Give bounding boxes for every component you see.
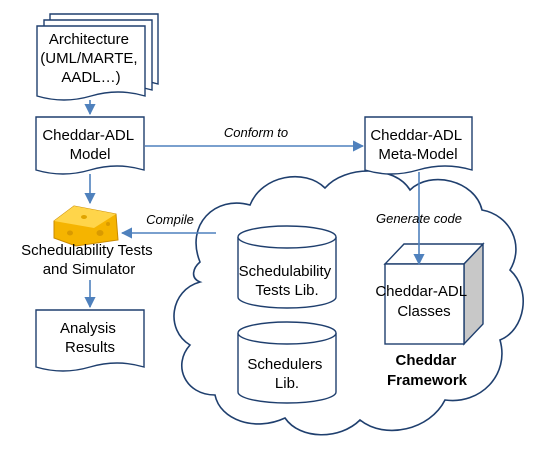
analysis-results-label: Analysis Results bbox=[60, 320, 120, 356]
architecture-documents bbox=[36, 13, 159, 101]
cheddar-adl-meta-model-document bbox=[364, 116, 473, 175]
cheddar-adl-meta-model-label: Cheddar-ADL Meta-Model bbox=[370, 127, 465, 163]
schedulers-lib-label: Schedulers Lib. bbox=[247, 356, 326, 392]
architecture-label: Architecture (UML/MARTE, AADL…) bbox=[40, 31, 141, 86]
cheese-icon bbox=[53, 205, 119, 247]
schedulers-lib-cylinder bbox=[237, 321, 337, 404]
edge-label-conform-to: Conform to bbox=[224, 125, 288, 140]
schedulability-tests-lib-cylinder bbox=[237, 225, 337, 309]
edge-label-generate-code: Generate code bbox=[376, 211, 462, 226]
schedulability-tests-simulator-label: Schedulability Tests and Simulator bbox=[21, 242, 157, 278]
analysis-results-document bbox=[35, 309, 145, 372]
cheddar-adl-classes-label: Cheddar-ADL Classes bbox=[375, 283, 470, 320]
cheddar-framework-label: Cheddar Framework bbox=[387, 352, 468, 389]
cheddar-adl-model-label: Cheddar-ADL Model bbox=[42, 127, 137, 163]
edge-label-compile: Compile bbox=[146, 212, 194, 227]
cheddar-adl-model-document bbox=[35, 116, 145, 175]
schedulability-tests-lib-label: Schedulability Tests Lib. bbox=[239, 263, 336, 299]
cheddar-adl-classes-cube bbox=[383, 242, 485, 346]
